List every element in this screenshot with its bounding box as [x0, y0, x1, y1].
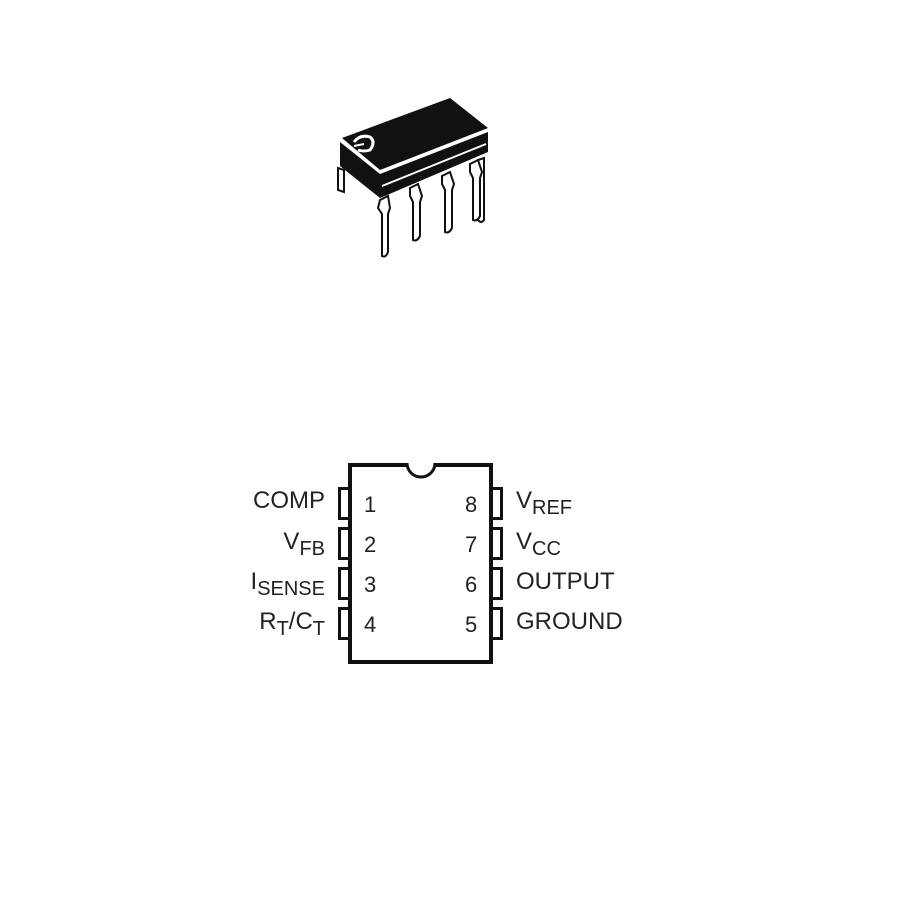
pin-5-tab [493, 607, 503, 640]
ic-chip-icon [337, 98, 489, 258]
pin-label-vfb: VFB [283, 528, 325, 560]
pin-number-6: 6 [465, 572, 478, 597]
pin-number-1: 1 [364, 492, 377, 517]
pin-2-tab [338, 527, 348, 560]
pin-number-7: 7 [465, 532, 478, 557]
pin-label-vcc: VCC [516, 528, 561, 560]
pin-number-5: 5 [465, 612, 478, 637]
dip8-package-illustration [320, 90, 520, 270]
pin-7-tab [493, 527, 503, 560]
pin-4-tab [338, 607, 348, 640]
pin-number-3: 3 [364, 572, 377, 597]
pin-6-tab [493, 567, 503, 600]
pin-label-rt-ct: RT/CT [259, 608, 325, 640]
pin-label-ground: GROUND [516, 608, 623, 635]
pin-8-tab [493, 487, 503, 520]
pin-1-tab [338, 487, 348, 520]
ic-body-outline [348, 463, 493, 664]
pin-3-tab [338, 567, 348, 600]
pin-number-4: 4 [364, 612, 377, 637]
pin-label-isense: ISENSE [250, 568, 325, 600]
pin-label-output: OUTPUT [516, 568, 615, 595]
pin-number-8: 8 [465, 492, 478, 517]
pin-number-2: 2 [364, 532, 377, 557]
pin-label-vref: VREF [516, 487, 573, 519]
pin-label-comp: COMP [253, 487, 325, 514]
pin1-notch-icon [405, 463, 437, 479]
